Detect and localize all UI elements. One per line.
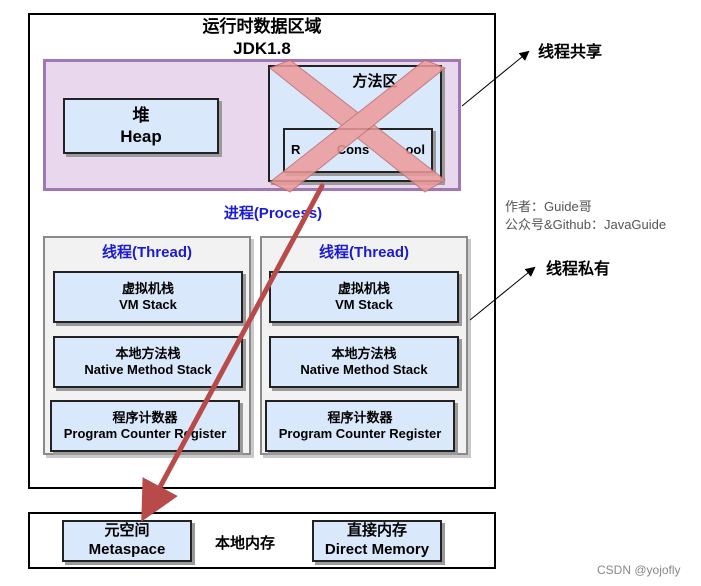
vm-stack-cn-2: 虚拟机栈 [337, 280, 390, 296]
shared-arrow [461, 50, 530, 107]
private-arrow [469, 266, 536, 321]
pc-register-2: 程序计数器 Program Counter Register [265, 400, 455, 452]
cross-mark [269, 59, 446, 193]
thread-label-1: 线程(Thread) [101, 244, 192, 261]
runtime-title: 运行时数据区域 JDK1.8 [28, 16, 496, 60]
metaspace-cn: 元空间 [104, 522, 150, 540]
runtime-title-jdk: JDK1.8 [233, 39, 291, 59]
native-memory-label: 本地内存 [215, 535, 276, 552]
native-stack-en-1: Native Method Stack [84, 362, 212, 377]
runtime-title-cn: 运行时数据区域 [202, 17, 322, 36]
author-line-2: 公众号&Github：JavaGuide [505, 216, 667, 232]
process-label: 进程(Process) [223, 205, 323, 222]
csdn-watermark: CSDN @yojofly [597, 563, 681, 577]
private-annotation: 线程私有 [546, 261, 611, 278]
thread-label-2: 线程(Thread) [318, 244, 409, 261]
vm-stack-2: 虚拟机栈 VM Stack [269, 271, 459, 323]
shared-annotation: 线程共享 [538, 44, 603, 61]
vm-stack-1: 虚拟机栈 VM Stack [53, 271, 243, 323]
metaspace-box: 元空间 Metaspace [62, 520, 192, 562]
native-stack-cn-2: 本地方法栈 [331, 345, 397, 361]
direct-memory-en: Direct Memory [324, 541, 430, 558]
pc-cn-1: 程序计数器 [112, 409, 178, 425]
native-stack-cn-1: 本地方法栈 [115, 345, 181, 361]
vm-stack-cn-1: 虚拟机栈 [121, 280, 174, 296]
heap-en: Heap [120, 127, 162, 146]
heap-box: 堆 Heap [63, 98, 219, 154]
author-line-1: 作者：Guide哥 [505, 199, 592, 214]
direct-memory-box: 直接内存 Direct Memory [312, 520, 442, 562]
vm-stack-en-2: VM Stack [335, 297, 393, 312]
pc-cn-2: 程序计数器 [327, 409, 393, 425]
rcp-label-left: R [291, 142, 301, 158]
method-area-label: 方法区 [352, 73, 398, 90]
native-stack-en-2: Native Method Stack [300, 362, 428, 377]
direct-memory-cn: 直接内存 [346, 522, 407, 540]
native-stack-2: 本地方法栈 Native Method Stack [269, 336, 459, 388]
metaspace-en: Metaspace [88, 541, 166, 558]
native-stack-1: 本地方法栈 Native Method Stack [53, 336, 243, 388]
migration-arrow [141, 183, 325, 522]
author-info: 作者：Guide哥 公众号&Github：JavaGuide [505, 198, 666, 233]
heap-cn: 堆 [132, 105, 150, 125]
pc-en-2: Program Counter Register [278, 426, 442, 441]
vm-stack-en-1: VM Stack [119, 297, 177, 312]
